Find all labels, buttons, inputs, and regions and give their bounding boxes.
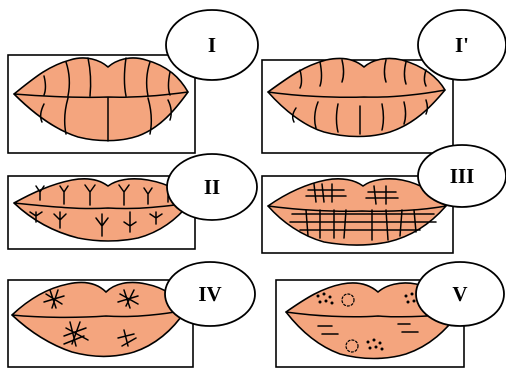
- label-badge: [165, 9, 259, 81]
- lip-parting-line: [13, 202, 191, 210]
- panel-type-v: V: [275, 261, 505, 368]
- lip-parting-line: [11, 309, 187, 319]
- lip-parting-line: [267, 89, 446, 98]
- panel-type-i-prime: I': [261, 9, 506, 154]
- lips-illustration: [267, 178, 447, 246]
- groove-lines: [29, 184, 169, 237]
- panel-label: I': [455, 33, 469, 57]
- lip-parting-line: [13, 91, 189, 99]
- lips-illustration: [267, 57, 446, 138]
- ring-marks: [341, 293, 359, 353]
- dash-marks: [317, 323, 419, 335]
- panel-type-i: I: [7, 9, 259, 154]
- label-badge: [415, 261, 505, 327]
- label-badge: [417, 9, 506, 81]
- label-badge: [164, 261, 256, 327]
- lips-illustration: [285, 282, 461, 360]
- panel-type-iv: IV: [7, 261, 256, 368]
- groove-lines: [291, 59, 429, 135]
- groove-lines: [43, 289, 139, 347]
- lips-illustration: [11, 281, 187, 358]
- panel-label: IV: [198, 282, 221, 306]
- lips-illustration: [13, 178, 191, 242]
- groove-lines: [289, 183, 437, 241]
- lip-parting-line: [267, 205, 447, 212]
- panel-type-iii: III: [261, 144, 506, 254]
- lips-illustration: [13, 57, 189, 142]
- panel-label: V: [452, 282, 467, 306]
- panel-label: III: [450, 164, 475, 188]
- label-badge: [166, 153, 258, 221]
- panel-type-ii: II: [7, 153, 258, 250]
- label-badge: [417, 144, 506, 208]
- groove-lines: [39, 57, 173, 142]
- panel-label: I: [208, 33, 216, 57]
- panel-label: II: [204, 175, 220, 199]
